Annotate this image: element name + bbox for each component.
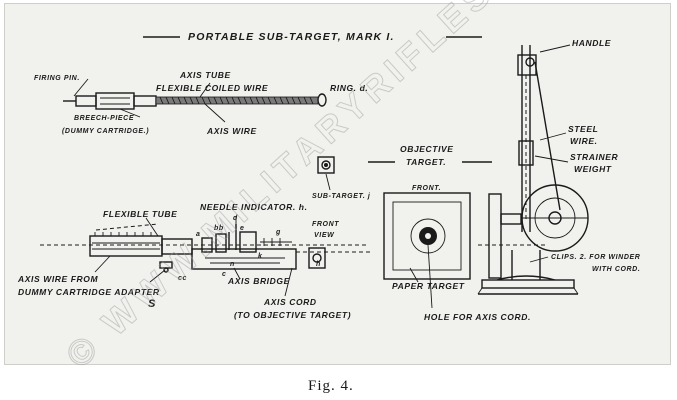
label-front-view: FRONT bbox=[312, 221, 339, 228]
front-view-drawing bbox=[308, 247, 326, 269]
label-paper-target: PAPER TARGET bbox=[392, 281, 465, 291]
label-axis-wire-from: AXIS WIRE FROM bbox=[17, 274, 98, 284]
leader-sub-target bbox=[325, 173, 331, 191]
leader-axis-cord bbox=[284, 267, 293, 297]
breech-assembly-drawing bbox=[63, 92, 157, 110]
label-front-view-2: VIEW bbox=[314, 232, 335, 239]
diagram-plate bbox=[4, 3, 671, 365]
label-breech-piece: BREECH-PIECE bbox=[74, 115, 134, 122]
label-flexible-tube: FLEXIBLE TUBE bbox=[103, 209, 177, 219]
label-ring-d: RING. d. bbox=[330, 83, 368, 93]
label-clips-2: WITH CORD. bbox=[592, 266, 640, 273]
label-letter-d: d bbox=[233, 215, 238, 222]
flexible-tube-drawing bbox=[89, 223, 193, 257]
leader-handle bbox=[539, 44, 571, 53]
leader-clips bbox=[529, 256, 549, 263]
leader-adapter bbox=[149, 269, 166, 283]
leader-firing-pin bbox=[73, 78, 89, 97]
label-needle-indicator: NEEDLE INDICATOR. h. bbox=[200, 202, 308, 212]
label-wire: WIRE. bbox=[570, 136, 598, 146]
label-objective-2: TARGET. bbox=[406, 157, 446, 167]
figure-caption: Fig. 4. bbox=[308, 378, 354, 394]
leader-axis-tube bbox=[199, 82, 211, 98]
label-strainer: STRAINER bbox=[570, 152, 619, 162]
leader-strainer bbox=[534, 155, 569, 163]
label-firing-pin: FIRING PIN. bbox=[34, 75, 80, 82]
label-handle: HANDLE bbox=[572, 38, 611, 48]
leader-paper-target bbox=[409, 267, 419, 283]
sub-target-j-icon bbox=[317, 156, 335, 174]
label-letter-n: n bbox=[230, 261, 235, 268]
label-letter-g: g bbox=[275, 229, 281, 236]
label-letter-bb: bb bbox=[214, 225, 224, 232]
label-dummy-cartridge-adapter: DUMMY CARTRIDGE ADAPTER bbox=[18, 287, 160, 297]
label-letter-e: e bbox=[240, 225, 245, 232]
leader-hole bbox=[427, 244, 433, 309]
label-objective: OBJECTIVE bbox=[400, 144, 454, 154]
leader-axis-wire-from bbox=[94, 255, 111, 273]
coiled-wire-drawing bbox=[155, 93, 327, 107]
label-letter-a: a bbox=[196, 231, 201, 238]
label-front: FRONT. bbox=[412, 185, 441, 192]
label-axis-tube: AXIS TUBE bbox=[179, 70, 231, 80]
label-letter-c: c bbox=[222, 271, 227, 278]
leader-flexible-tube bbox=[145, 217, 159, 237]
leader-breech-piece bbox=[119, 108, 141, 118]
leader-axis-wire bbox=[204, 103, 226, 123]
leader-steel-wire bbox=[539, 132, 567, 141]
label-letter-cc: cc bbox=[178, 275, 187, 282]
label-axis-wire: AXIS WIRE bbox=[206, 126, 257, 136]
label-flexible-coiled-wire: FLEXIBLE COILED WIRE bbox=[156, 83, 268, 93]
label-axis-cord: AXIS CORD bbox=[263, 297, 317, 307]
label-to-objective-target: (TO OBJECTIVE TARGET) bbox=[234, 310, 351, 320]
axis-bridge-drawing bbox=[159, 224, 297, 273]
label-hole-for-axis-cord: HOLE FOR AXIS CORD. bbox=[424, 312, 531, 322]
objective-target-board bbox=[383, 192, 471, 280]
winder-drawing bbox=[477, 45, 589, 295]
diagram-title: PORTABLE SUB-TARGET, MARK I. bbox=[188, 31, 395, 43]
label-letter-h: h bbox=[316, 261, 321, 268]
label-steel: STEEL bbox=[568, 124, 598, 134]
label-dummy-cartridge: (DUMMY CARTRIDGE.) bbox=[62, 128, 149, 135]
label-weight: WEIGHT bbox=[574, 164, 612, 174]
label-axis-bridge: AXIS BRIDGE bbox=[227, 276, 290, 286]
leader-axis-bridge bbox=[233, 267, 241, 280]
label-s: S bbox=[148, 298, 156, 310]
label-sub-target-j: SUB-TARGET. j bbox=[312, 193, 371, 200]
label-letter-k: k bbox=[258, 253, 263, 260]
label-clips: CLIPS. 2. FOR WINDER bbox=[551, 254, 640, 261]
